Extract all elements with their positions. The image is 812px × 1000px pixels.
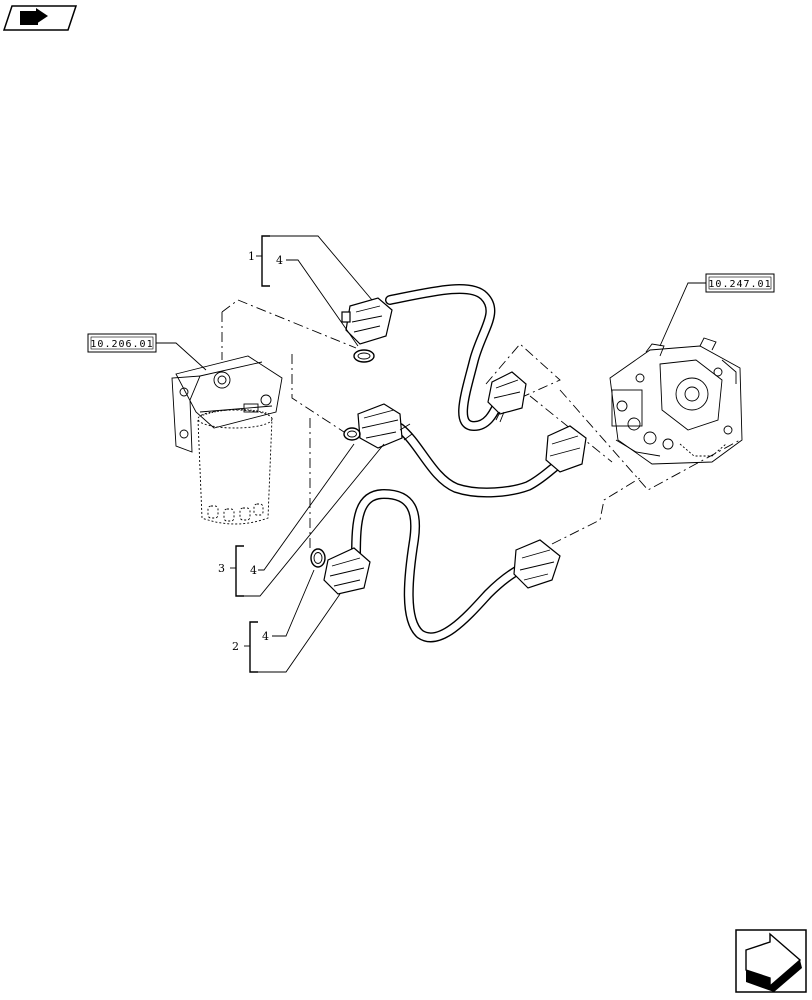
book-arrow-icon[interactable] (2, 5, 78, 31)
o-rings (310, 349, 375, 568)
reference-box-fuel-filter[interactable]: 10.206.01 (87, 333, 207, 371)
callout-sub-1: 4 (276, 254, 283, 267)
callout-sub-2: 4 (262, 630, 269, 643)
reference-label-fuel-filter: 10.206.01 (90, 339, 153, 350)
injection-pump (609, 337, 743, 465)
callout-item-1: 1 (248, 250, 255, 263)
callout-group-3: 3 4 (218, 443, 385, 597)
callout-item-3: 3 (218, 562, 225, 575)
reference-box-injection-pump[interactable]: 10.247.01 (659, 273, 775, 347)
fuel-pipe-2 (323, 489, 561, 643)
callout-group-1: 1 4 (248, 235, 373, 347)
next-page-arrow-icon[interactable] (735, 929, 807, 993)
fuel-pipe-1 (341, 284, 527, 431)
reference-label-injection-pump: 10.247.01 (708, 279, 771, 290)
center-lines (221, 299, 741, 548)
callout-sub-3: 4 (250, 564, 257, 577)
callout-item-2: 2 (232, 640, 239, 653)
callout-group-2: 2 4 (232, 569, 341, 673)
fuel-filter (171, 355, 283, 525)
fuel-pipe-3 (357, 403, 587, 498)
